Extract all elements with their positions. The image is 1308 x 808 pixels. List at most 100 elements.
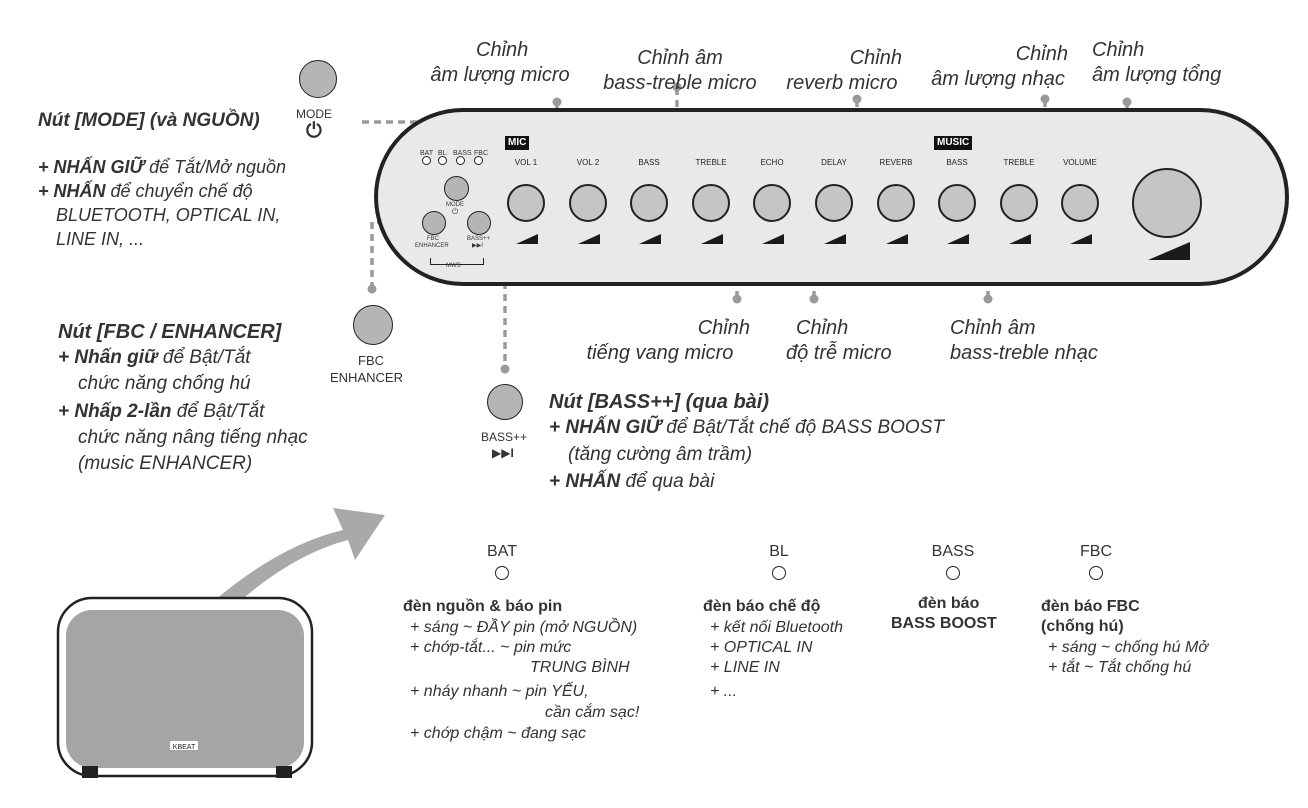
knob-label: REVERB [879,158,913,167]
power-icon: ⏻ [306,120,322,142]
level-wedge-icon [824,234,846,244]
fbc-line-5: (music ENHANCER) [78,453,253,474]
panel-led-label: FBC [474,150,488,157]
panel-led-bat [422,156,431,165]
mode-line-3: BLUETOOTH, OPTICAL IN, [56,205,281,225]
level-wedge-icon [1070,234,1092,244]
panel-fbc-label: ENHANCER [415,243,449,249]
panel-mode-label: MODE [446,202,464,208]
next-icon: ▶▶I [472,243,483,249]
fbc-title: Nút [FBC / ENHANCER] [58,321,282,343]
knob-mic-bass[interactable] [630,184,668,222]
panel-mode-button[interactable] [444,176,469,201]
knob-mic-vol2[interactable] [569,184,607,222]
knob-label: TREBLE [695,158,727,167]
led-bat-line: + sáng ~ ĐẦY pin (mở NGUỒN) [410,619,638,636]
knob-mic-vol1[interactable] [507,184,545,222]
knob-mic-treble[interactable] [692,184,730,222]
led-fbc-line: + sáng ~ chống hú Mở [1048,639,1208,656]
bass-line-3: + NHẤN để qua bài [549,471,715,492]
knob-label: DELAY [821,158,847,167]
speaker-illustration [56,596,314,778]
led-bl-line: + LINE IN [710,659,780,676]
knob-echo[interactable] [753,184,791,222]
bass-button-label: BASS++ [481,430,528,444]
led-bat-title: đèn nguồn & báo pin [403,598,563,615]
mode-button[interactable] [299,60,337,98]
led-bat-line: + chớp-tắt... ~ pin mức [410,639,572,656]
knob-label: TREBLE [1003,158,1035,167]
fbc-line-1: + Nhấn giữ để Bật/Tắt [58,347,251,368]
led-label-bass: BASS [931,543,975,560]
fbc-button[interactable] [353,305,393,345]
panel-led-bl [438,156,447,165]
led-bl-line: + ... [710,683,738,700]
level-wedge-icon [701,234,723,244]
level-wedge-icon [1148,242,1190,260]
power-icon: ⏻ [452,207,459,216]
panel-led-fbc [474,156,483,165]
speaker-logo: KBEAT [173,744,196,751]
knob-reverb[interactable] [877,184,915,222]
led-bat-line: + chớp chậm ~ đang sạc [410,725,586,742]
panel-fbc-label: FBC [427,236,439,242]
bass-line-1: + NHẤN GIỮ để Bật/Tắt chế độ BASS BOOST [549,417,944,438]
panel-led-label: BL [438,150,447,157]
level-wedge-icon [886,234,908,244]
panel-led-label: BAT [420,150,434,157]
knob-music-volume[interactable] [1061,184,1099,222]
level-wedge-icon [516,234,538,244]
knob-delay[interactable] [815,184,853,222]
mode-title: Nút [MODE] (và NGUỒN) [38,110,260,131]
knob-music-bass[interactable] [938,184,976,222]
led-bass-title: BASS BOOST [891,615,997,632]
panel-led-label: BASS [453,150,472,157]
mic-tag: MIC [505,136,530,150]
led-bl-indicator [772,566,786,580]
led-fbc-indicator [1089,566,1103,580]
arrow-icon [215,508,385,610]
knob-label: VOL 1 [514,158,538,167]
knob-label: BASS [946,158,968,167]
fbc-line-2: chức năng chống hú [78,373,251,394]
mode-line-2: + NHẤN để chuyển chế độ [38,181,253,201]
led-fbc-title: đèn báo FBC [1041,598,1140,615]
level-wedge-icon [762,234,784,244]
knob-label: VOL 2 [576,158,600,167]
next-track-icon: ▶▶I [492,446,514,460]
led-bl-line: + OPTICAL IN [710,639,813,656]
level-wedge-icon [578,234,600,244]
mws-label: MWS [446,263,461,269]
knob-music-treble[interactable] [1000,184,1038,222]
mode-line-4: LINE IN, ... [56,229,145,249]
knob-master-volume[interactable] [1132,168,1202,238]
panel-bass-label: BASS++ [467,236,491,242]
mode-button-label: MODE [296,107,332,121]
level-wedge-icon [639,234,661,244]
bass-line-2: (tăng cường âm trầm) [568,444,753,465]
led-label-bat: BAT [487,543,517,560]
fbc-line-4: chức năng nâng tiếng nhạc [78,427,308,448]
led-fbc-title: (chống hú) [1041,618,1124,635]
bass-boost-button[interactable] [487,384,523,420]
fbc-button-label: FBC [358,353,384,368]
led-fbc-line: + tắt ~ Tắt chống hú [1048,659,1192,676]
fbc-line-3: + Nhấp 2-lần để Bật/Tắt [58,401,265,422]
led-bl-line: + kết nối Bluetooth [710,619,843,636]
panel-fbc-button[interactable] [422,211,446,235]
fbc-button-label: ENHANCER [330,370,403,385]
panel-led-bass [456,156,465,165]
led-label-fbc: FBC [1080,543,1112,560]
led-bl-title: đèn báo chế độ [703,598,821,615]
panel-bass-button[interactable] [467,211,491,235]
led-bat-indicator [495,566,509,580]
led-bat-line: TRUNG BÌNH [530,659,630,676]
led-bat-line: cần cắm sạc! [545,704,640,721]
